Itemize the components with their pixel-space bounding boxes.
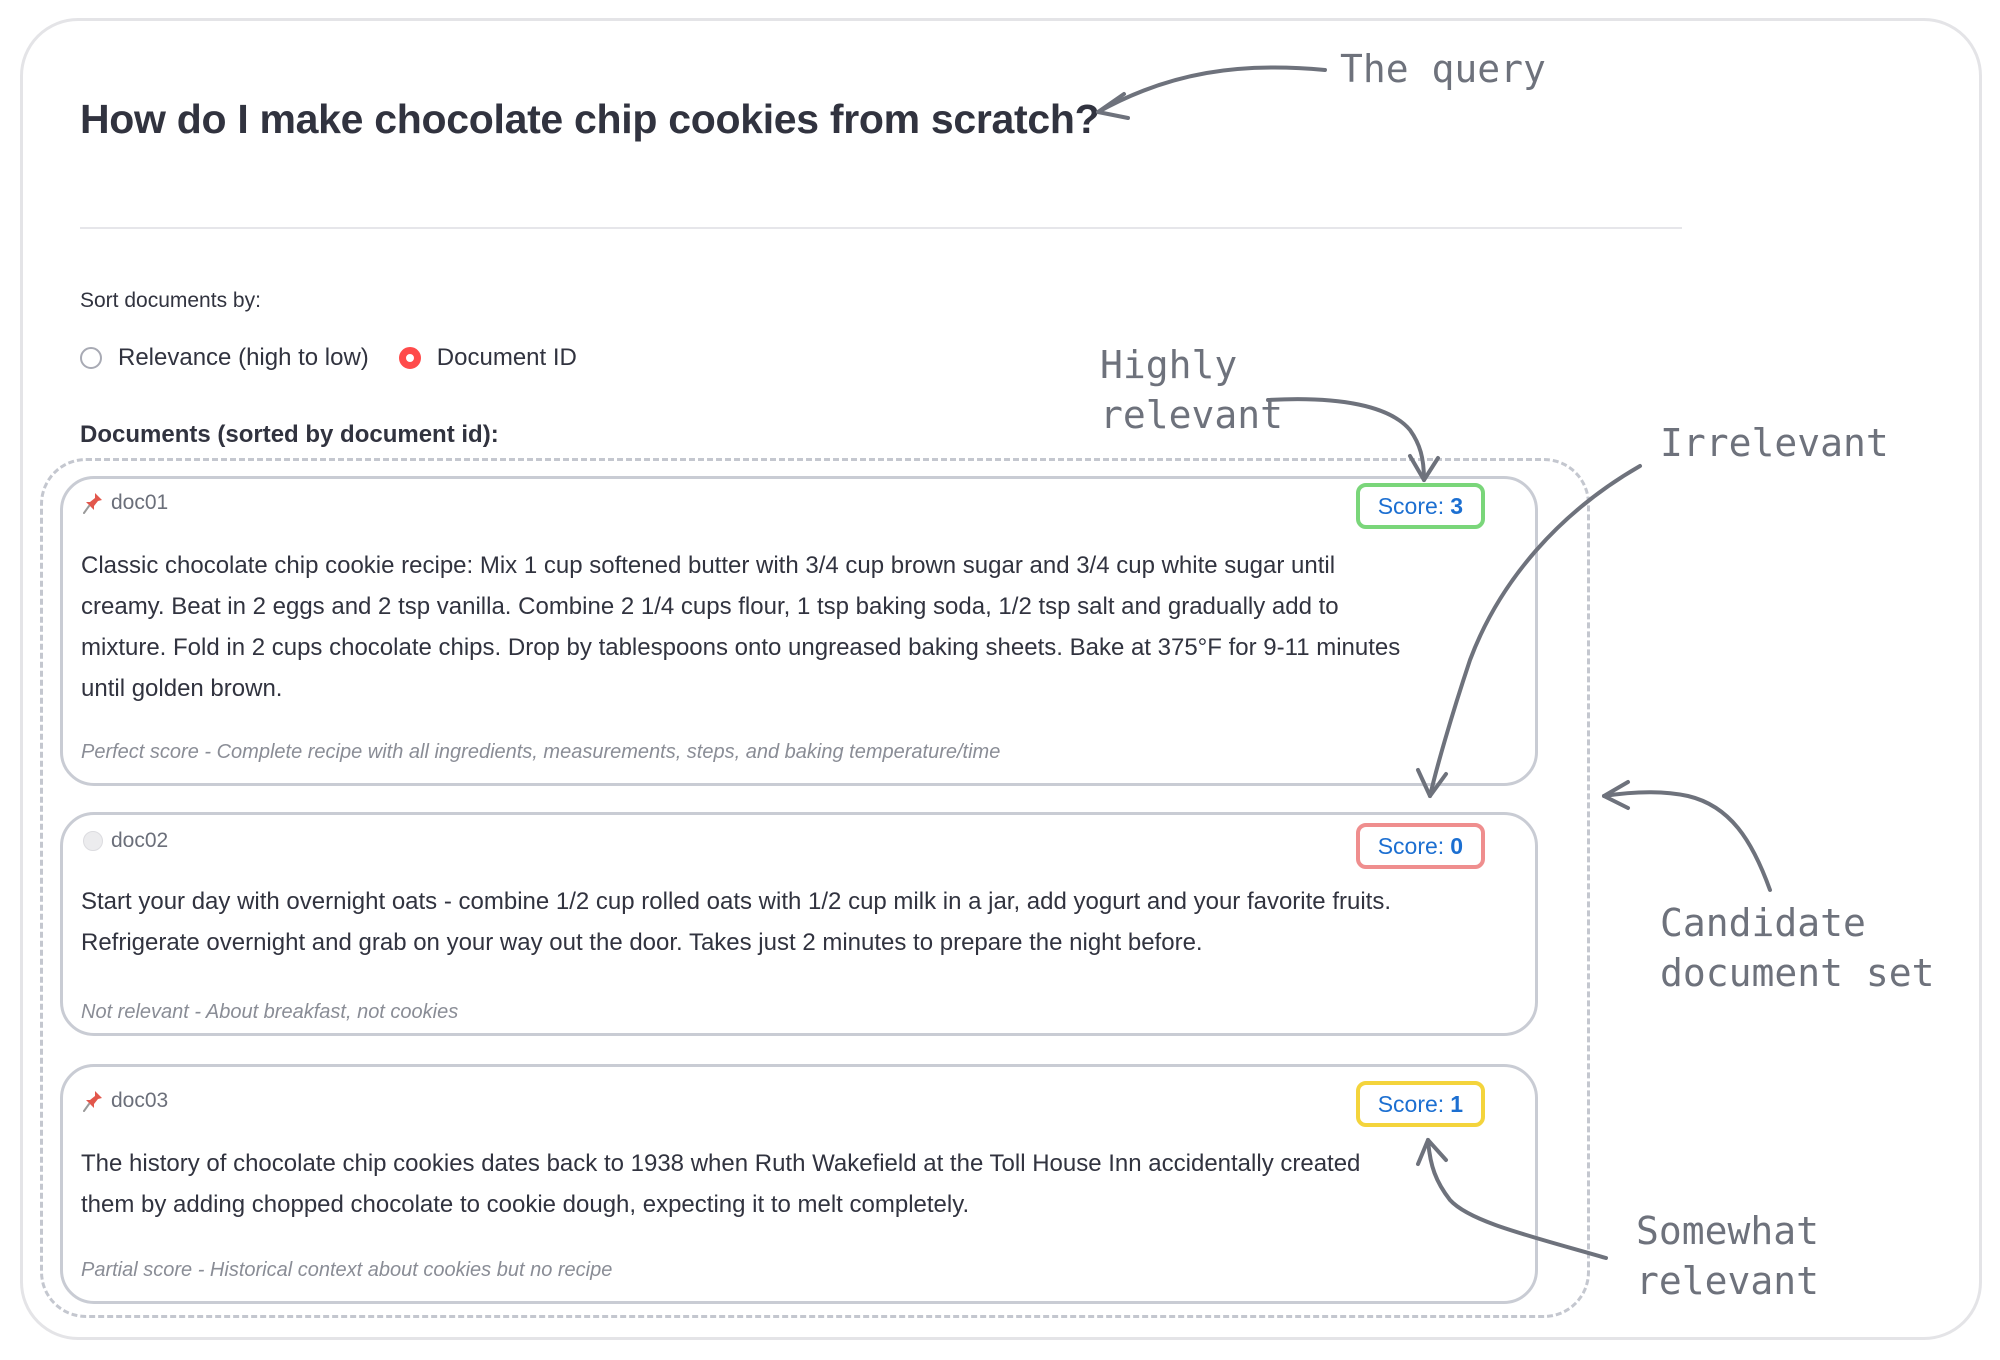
radio-checked-icon[interactable] (398, 347, 421, 369)
score-badge: Score: 0 (1355, 823, 1485, 869)
pin-icon (83, 493, 102, 514)
document-card-doc02: doc02 Score: 0 Start your day with overn… (60, 812, 1538, 1036)
divider (80, 227, 1682, 229)
document-card-doc01: doc01 Score: 3 Classic chocolate chip co… (60, 476, 1538, 786)
annotation-somewhat-relevant: Somewhat relevant (1636, 1209, 1820, 1303)
annotation-query: The query (1340, 47, 1546, 91)
document-id: doc03 (83, 1089, 168, 1113)
pin-icon (83, 1091, 102, 1112)
document-text: Classic chocolate chip cookie recipe: Mi… (81, 552, 1401, 702)
document-id: doc01 (83, 491, 168, 515)
score-note: Not relevant - About breakfast, not cook… (81, 1001, 459, 1023)
score-badge: Score: 3 (1355, 483, 1485, 529)
document-id: doc02 (83, 829, 168, 853)
radio-unchecked-icon[interactable] (80, 347, 102, 369)
score-value: 3 (1450, 492, 1463, 519)
annotation-highly-relevant: Highly relevant (1100, 343, 1284, 437)
documents-heading: Documents (sorted by document id): (80, 421, 499, 448)
sort-option-relevance[interactable]: Relevance (high to low) (80, 344, 369, 372)
annotation-candidate-set: Candidate document set (1660, 901, 1935, 995)
score-value: 0 (1450, 832, 1463, 859)
sort-option-document-id[interactable]: Document ID (398, 344, 577, 372)
sort-label: Sort documents by: (80, 289, 261, 312)
sort-option-label: Relevance (high to low) (118, 344, 369, 371)
sort-radio-group: Relevance (high to low) Document ID (80, 344, 607, 372)
score-note: Perfect score - Complete recipe with all… (81, 741, 1001, 763)
score-value: 1 (1450, 1090, 1463, 1117)
document-card-doc03: doc03 Score: 1 The history of chocolate … (60, 1064, 1538, 1304)
score-badge: Score: 1 (1355, 1081, 1485, 1127)
score-note: Partial score - Historical context about… (81, 1259, 613, 1281)
candidate-document-set-outline (40, 458, 1590, 1318)
sort-option-label: Document ID (436, 344, 577, 371)
document-text: Start your day with overnight oats - com… (81, 888, 1391, 956)
query-title: How do I make chocolate chip cookies fro… (80, 96, 1100, 142)
annotation-irrelevant: Irrelevant (1660, 421, 1889, 465)
circle-icon (83, 831, 103, 851)
document-text: The history of chocolate chip cookies da… (81, 1150, 1361, 1218)
